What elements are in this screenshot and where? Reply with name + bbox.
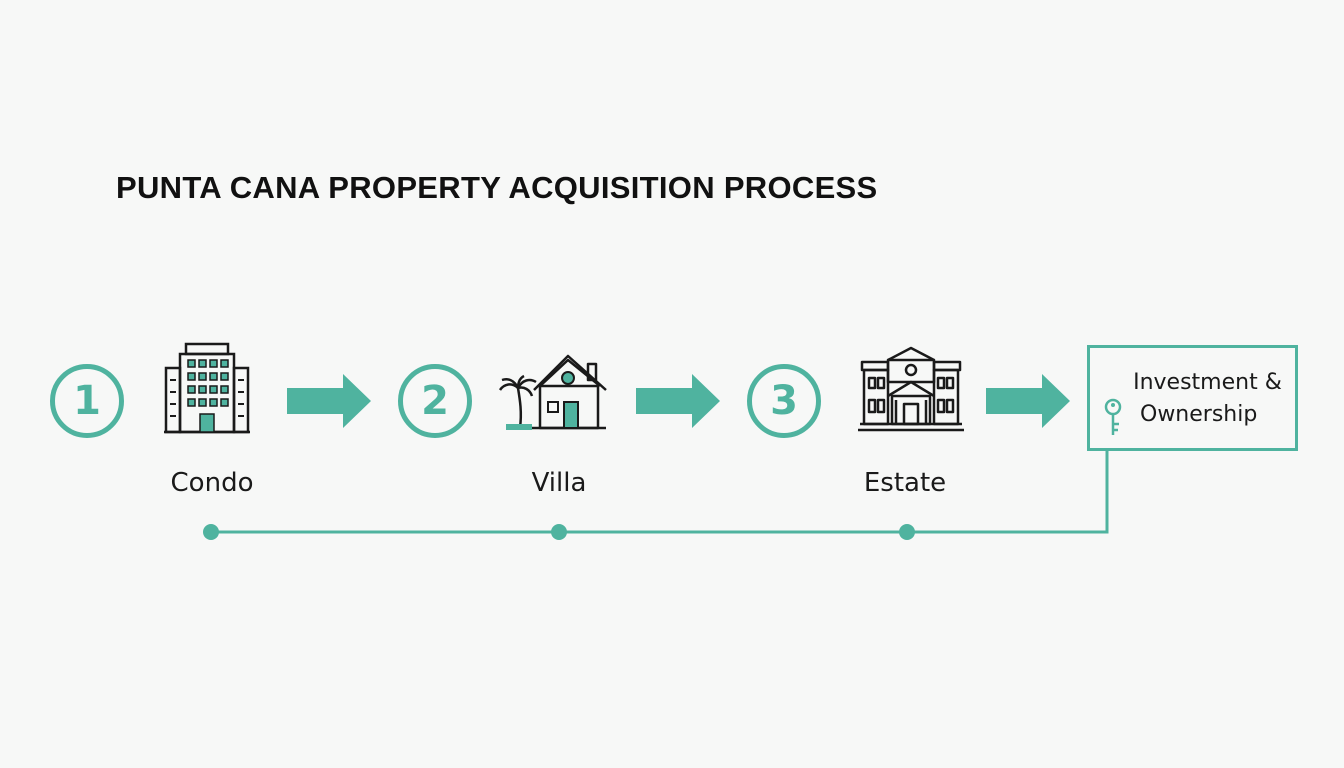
step-1-label: Condo bbox=[170, 468, 254, 498]
investment-ownership-box: Investment & Ownership bbox=[1087, 345, 1298, 451]
final-title-line2: Ownership bbox=[1140, 402, 1258, 427]
arrow-right-icon bbox=[636, 374, 720, 428]
key-icon bbox=[1104, 398, 1122, 435]
step-1-number-circle: 1 bbox=[50, 364, 124, 438]
arrow-right-icon bbox=[287, 374, 371, 428]
final-title-line1: Investment & bbox=[1133, 370, 1282, 395]
step-2-label: Villa bbox=[531, 468, 587, 498]
step-3-number-circle: 3 bbox=[747, 364, 821, 438]
condo-building-icon bbox=[164, 342, 250, 434]
diagram-title: PUNTA CANA PROPERTY ACQUISITION PROCESS bbox=[116, 170, 878, 205]
arrow-right-icon bbox=[986, 374, 1070, 428]
villa-house-palm-icon bbox=[498, 354, 607, 430]
timeline-dot-1 bbox=[203, 524, 219, 540]
step-2-number-circle: 2 bbox=[398, 364, 472, 438]
timeline-dot-3 bbox=[899, 524, 915, 540]
timeline-dot-2 bbox=[551, 524, 567, 540]
estate-mansion-icon bbox=[858, 346, 964, 432]
step-3-label: Estate bbox=[863, 468, 947, 498]
